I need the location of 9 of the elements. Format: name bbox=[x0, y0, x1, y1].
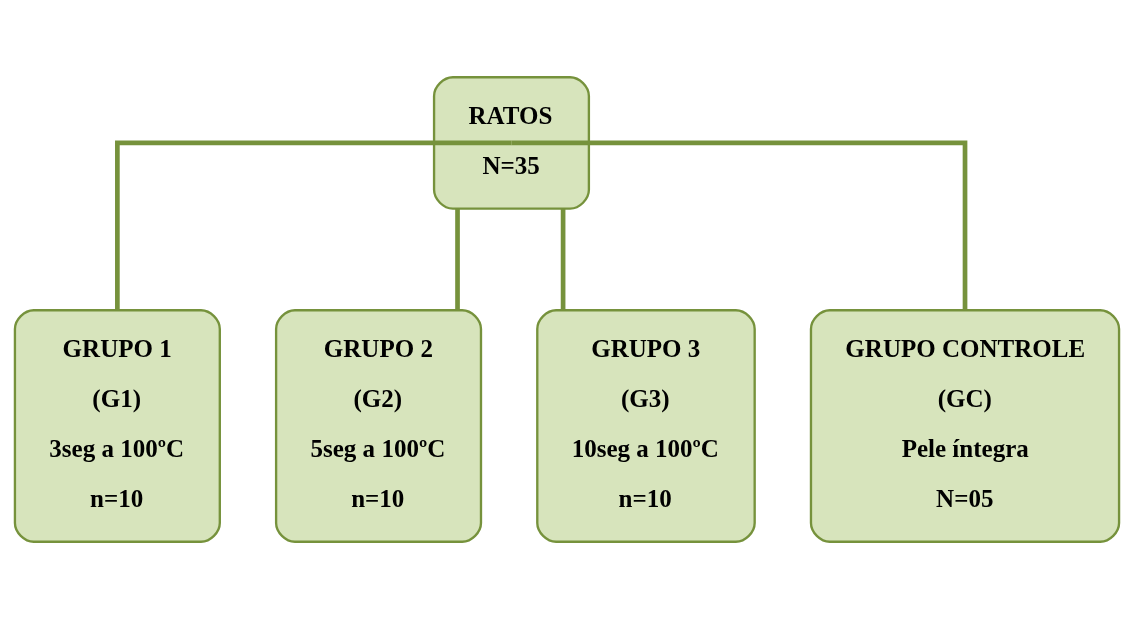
node-box: GRUPO 2 (G2) 5seg a 100ºC n=10 bbox=[274, 309, 483, 543]
connector bbox=[115, 140, 512, 311]
connector bbox=[560, 208, 566, 311]
connector bbox=[455, 208, 460, 311]
node-box: GRUPO 3 (G3) 10seg a 100ºC n=10 bbox=[536, 309, 756, 543]
node-box: RATOS N=35 bbox=[432, 76, 591, 210]
node-box: GRUPO CONTROLE (GC) Pele íntegra N=05 bbox=[809, 309, 1121, 543]
node-box: GRUPO 1 (G1) 3seg a 100ºC n=10 bbox=[13, 309, 221, 543]
connector bbox=[511, 140, 968, 311]
